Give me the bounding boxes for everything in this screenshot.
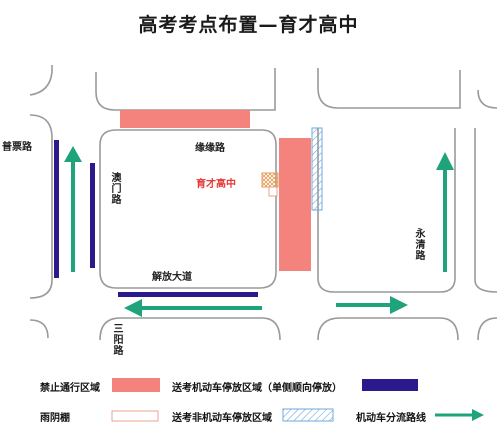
car-parking-south (118, 292, 258, 297)
legend-swatch-no-traffic (112, 378, 160, 392)
road-label-far-west: 普票路 (2, 142, 32, 153)
canopy (261, 172, 279, 188)
bike-parking-zone (311, 127, 323, 211)
legend-swatch-canopy (111, 410, 159, 422)
car-parking-west-2 (90, 163, 95, 268)
road-label-west: 澳门路 (109, 172, 120, 205)
legend-diversion: 机动车分流路线 (356, 413, 426, 424)
road-label-south-branch: 三阳路 (111, 323, 122, 356)
diversion-arrows (64, 146, 454, 317)
page-title: 高考考点布置—育才高中 (138, 14, 359, 36)
legend-swatch-car-parking (362, 379, 418, 391)
legend-canopy: 雨阴棚 (40, 413, 70, 424)
road-label-north: 缘缘路 (195, 143, 225, 154)
canopy-small (268, 186, 278, 197)
legend-no-traffic: 禁止通行区域 (40, 383, 100, 394)
road-label-east: 永清路 (413, 228, 424, 261)
road-edges (29, 65, 497, 341)
legend-swatch-bike-parking (282, 408, 334, 422)
no-traffic-zone-east (279, 138, 311, 271)
legend-bike-parking: 送考非机动车停放区域 (172, 413, 272, 424)
school-label: 育才高中 (196, 179, 236, 190)
no-traffic-zone-north (120, 110, 250, 128)
legend-swatch-diversion (435, 409, 484, 421)
road-label-south: 解放大道 (152, 272, 192, 283)
car-parking-west (54, 140, 59, 278)
legend-car-parking: 送考机动车停放区域（单侧顺向停放） (172, 383, 342, 394)
